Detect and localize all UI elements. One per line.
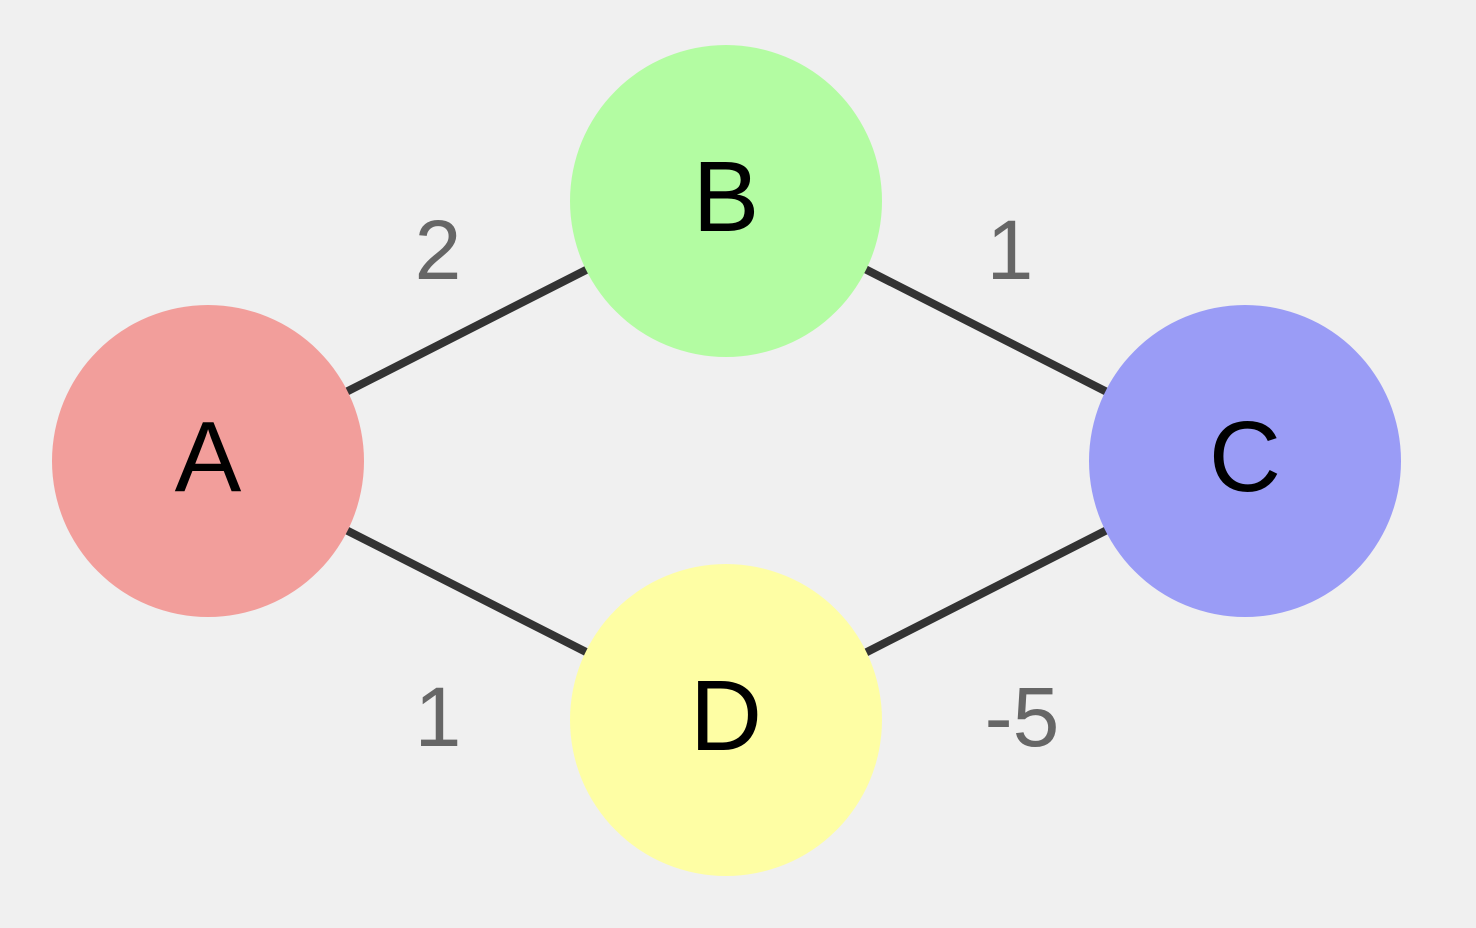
node-a: A xyxy=(52,305,364,617)
node-b: B xyxy=(570,45,882,357)
node-b-label: B xyxy=(693,141,760,253)
node-a-circle xyxy=(52,305,364,617)
node-d-label: D xyxy=(690,660,762,772)
node-d: D xyxy=(570,564,882,876)
edge-a-b xyxy=(344,265,590,396)
edge-weight-a-b: 2 xyxy=(415,203,462,297)
node-b-circle xyxy=(570,45,882,357)
node-a-label: A xyxy=(175,401,242,513)
edge-a-d xyxy=(344,526,590,657)
node-d-circle xyxy=(570,564,882,876)
node-c-circle xyxy=(1089,305,1401,617)
node-c: C xyxy=(1089,305,1401,617)
node-c-label: C xyxy=(1209,401,1281,513)
edge-weight-a-d: 1 xyxy=(415,670,462,764)
edge-b-c xyxy=(863,265,1109,396)
edge-weight-b-c: 1 xyxy=(987,203,1034,297)
edge-d-c xyxy=(863,526,1109,657)
edge-weight-d-c: -5 xyxy=(985,670,1060,764)
